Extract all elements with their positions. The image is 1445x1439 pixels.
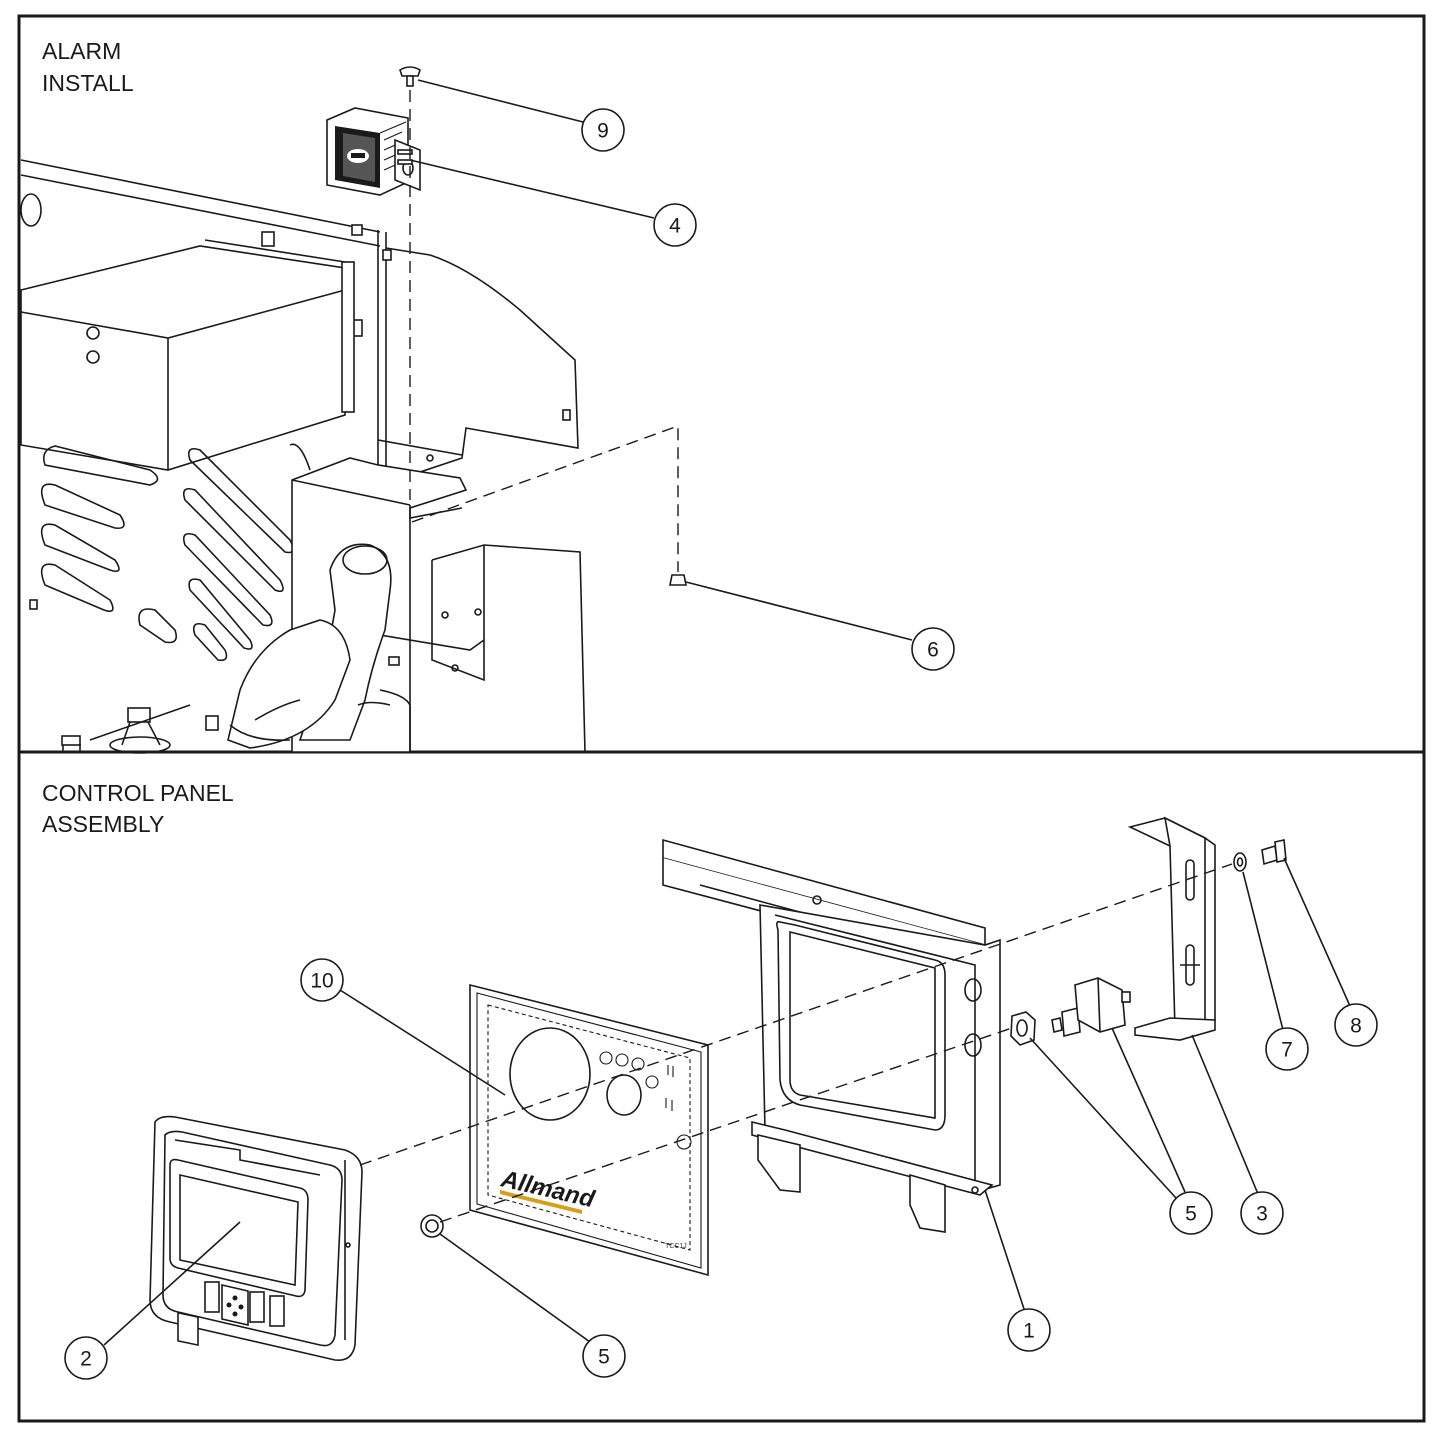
- leader-3: [1191, 1034, 1259, 1195]
- alarm-install-panel: ALARM INSTALL: [20, 38, 955, 754]
- callout-10-text: 10: [310, 970, 333, 993]
- panel-dash-upper: [359, 863, 1233, 1166]
- leader-5-right-a: [1029, 1037, 1177, 1199]
- callout-5-right-text: 5: [1185, 1203, 1197, 1226]
- machine-housing: [20, 159, 586, 754]
- toggle-switch: [1051, 977, 1131, 1038]
- callout-3-text: 3: [1256, 1203, 1268, 1226]
- leader-4: [409, 159, 655, 219]
- leader-7: [1242, 871, 1284, 1031]
- leader-8: [1283, 857, 1351, 1007]
- callout-8: 8: [1334, 1003, 1378, 1047]
- alarm-title-line1: ALARM: [42, 38, 121, 64]
- control-title-line1: CONTROL PANEL: [42, 780, 234, 806]
- alarm-nut: [669, 574, 687, 586]
- callout-5-right: 5: [1169, 1191, 1213, 1235]
- panel-dash-lower: [439, 1027, 1013, 1223]
- leader-9: [417, 79, 584, 123]
- callout-1: 1: [1007, 1308, 1051, 1352]
- decal-part-code: TCC1J: [665, 1243, 687, 1250]
- leader-10: [339, 989, 506, 1096]
- callout-2-text: 2: [80, 1348, 92, 1371]
- callout-6-text: 6: [927, 639, 939, 662]
- grommet: [420, 1214, 444, 1238]
- callout-1-text: 1: [1023, 1320, 1035, 1343]
- callout-3: 3: [1240, 1191, 1284, 1235]
- display-module: [149, 1115, 363, 1362]
- callout-9: 9: [581, 108, 625, 152]
- callout-10: 10: [300, 958, 344, 1002]
- leader-6: [685, 581, 913, 641]
- control-panel-bracket: [662, 838, 1001, 1233]
- washer: [1233, 852, 1247, 872]
- control-panel-decal: Allmand TCC1J: [469, 983, 709, 1277]
- callout-8-text: 8: [1350, 1015, 1362, 1038]
- alarm-title-line2: INSTALL: [42, 70, 134, 96]
- mount-bracket: [1127, 816, 1216, 1041]
- callout-7-text: 7: [1281, 1039, 1293, 1062]
- callout-4-text: 4: [669, 215, 681, 238]
- control-panel-assembly-panel: CONTROL PANEL ASSEMBLY: [42, 780, 1378, 1380]
- callout-2: 2: [64, 1336, 108, 1380]
- callout-6: 6: [911, 627, 955, 671]
- alarm-dash-to-nut: [411, 425, 679, 572]
- leader-1: [984, 1189, 1026, 1313]
- control-title-line2: ASSEMBLY: [42, 811, 164, 837]
- callout-9-text: 9: [597, 120, 609, 143]
- callout-5-left-text: 5: [598, 1346, 610, 1369]
- leader-5-left: [439, 1233, 591, 1343]
- bolt: [1261, 839, 1287, 866]
- switch-nut: [1010, 1011, 1036, 1046]
- backup-alarm: [326, 107, 421, 196]
- vent-slots: [29, 443, 311, 662]
- callout-5-left: 5: [582, 1334, 626, 1378]
- callout-7: 7: [1265, 1027, 1309, 1071]
- leader-5-right-b: [1111, 1027, 1186, 1193]
- leader-2: [103, 1221, 241, 1346]
- callout-4: 4: [653, 203, 697, 247]
- alarm-screw: [399, 66, 421, 87]
- outer-frame: [17, 14, 1426, 1423]
